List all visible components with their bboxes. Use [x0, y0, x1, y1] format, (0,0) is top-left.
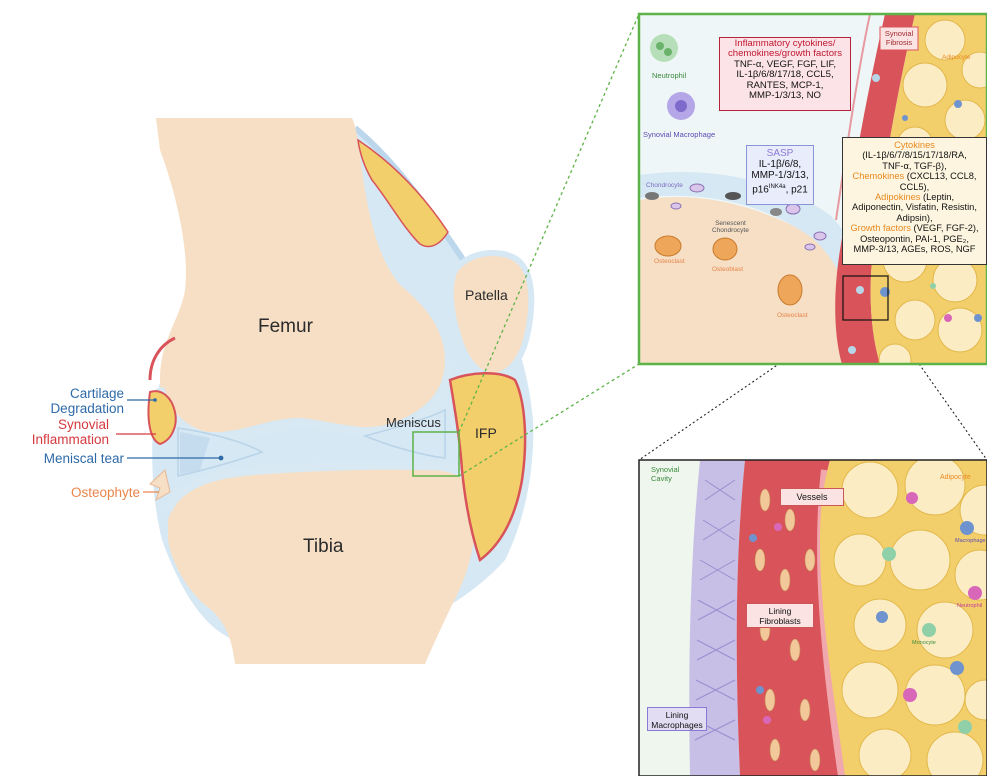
lining-fibroblasts-line-1: Lining: [747, 606, 813, 616]
senescent-chondrocyte-label: Senescent Chondrocyte: [712, 220, 749, 234]
sasp-p16-superscript: INK4a: [769, 184, 786, 190]
senescent-line-2: Chondrocyte: [712, 227, 749, 234]
cytokines-line: (IL-1β/6/7/8/15/17/18/RA,: [843, 150, 986, 160]
chondrocyte-label: Chondrocyte: [646, 182, 683, 189]
lining-macrophages-line-1: Lining: [648, 710, 706, 720]
patella-label: Patella: [465, 287, 508, 303]
adipose-factors-box: Cytokines (IL-1β/6/7/8/15/17/18/RA, TNF-…: [842, 137, 987, 265]
chemokines-line: Chemokines (CXCL13, CCL8,: [843, 171, 986, 181]
tibia-bone: [168, 469, 476, 665]
synovial-macrophage-label: Synovial Macrophage: [643, 130, 715, 139]
lining-macrophages-line-2: Macrophages: [648, 720, 706, 730]
synovial-cavity-line-2: Cavity: [651, 474, 679, 483]
ifp-label: IFP: [475, 425, 497, 441]
growth-factors-text: (VEGF, FGF-2),: [911, 223, 979, 233]
sasp-line: p16INK4a, p21: [747, 182, 813, 196]
cytokines-line: TNF-α, TGF-β),: [843, 161, 986, 171]
inflammatory-factors-box: Inflammatory cytokines/ chemokines/growt…: [719, 37, 851, 111]
sasp-line: MMP-1/3/13,: [747, 170, 813, 181]
adipokines-line: Adiponectin, Visfatin, Resistin,: [843, 202, 986, 212]
adipokines-title: Adipokines: [875, 192, 920, 202]
adipokines-line: Adipsin),: [843, 213, 986, 223]
sasp-title: SASP: [747, 148, 813, 159]
synovial-line-1: Synovial: [32, 417, 109, 432]
osteoblast-label: Osteoblast: [712, 266, 743, 273]
lining-fibroblasts-line-2: Fibroblasts: [747, 616, 813, 626]
osteophyte-label: Osteophyte: [71, 485, 140, 500]
cytokines-title: Cytokines: [843, 140, 986, 150]
sasp-p21: , p21: [786, 184, 808, 195]
synovial-cavity-line-1: Synovial: [651, 465, 679, 474]
chemokines-text: (CXCL13, CCL8,: [904, 171, 976, 181]
meniscus-label: Meniscus: [386, 415, 441, 430]
senescent-line-1: Senescent: [712, 220, 749, 227]
tibia-label: Tibia: [303, 536, 343, 558]
synovial-inflammation-label: Synovial Inflammation: [32, 417, 109, 447]
synovial-cavity-label: Synovial Cavity: [651, 465, 679, 483]
growth-factors-line: Osteopontin, PAI-1, PGE₂,: [843, 234, 986, 244]
cartilage-degradation-label: Cartilage Degradation: [50, 386, 124, 416]
meniscal-tear-label: Meniscal tear: [44, 451, 124, 466]
synovial-line-2: Inflammation: [32, 432, 109, 447]
lining-fibroblasts-label: Lining Fibroblasts: [746, 603, 814, 628]
cartilage-line-2: Degradation: [50, 401, 124, 416]
growth-factors-line: Growth factors (VEGF, FGF-2),: [843, 223, 986, 233]
inflammatory-line: MMP-1/3/13, NO: [720, 91, 850, 101]
growth-factors-title: Growth factors: [850, 223, 910, 233]
adipocyte-label-top: Adipocyte: [942, 54, 971, 61]
knee-joint: [116, 118, 533, 664]
sasp-box: SASP IL-1β/6/8, MMP-1/3/13, p16INK4a, p2…: [746, 145, 814, 205]
monocyte-label-bottom: Monocyte: [912, 640, 936, 646]
adipokines-text: (Leptin,: [920, 192, 954, 202]
osteoclast-label-a: Osteoclast: [654, 258, 685, 265]
growth-factors-line: MMP-3/13, AGEs, ROS, NGF: [843, 244, 986, 254]
chemokines-title: Chemokines: [852, 171, 904, 181]
synovial-fibrosis-label: Synovial Fibrosis: [882, 29, 916, 47]
vessels-label: Vessels: [780, 488, 844, 506]
cartilage-line-1: Cartilage: [50, 386, 124, 401]
fibrosis-line-1: Synovial: [882, 29, 916, 38]
femur-label: Femur: [258, 316, 313, 338]
lining-macrophages-label: Lining Macrophages: [647, 707, 707, 731]
adipokines-line: Adipokines (Leptin,: [843, 192, 986, 202]
chemokines-line: CCL5),: [843, 182, 986, 192]
osteoclast-label-b: Osteoclast: [777, 312, 808, 319]
macrophage-label-bottom: Macrophage: [955, 538, 986, 544]
fibrosis-line-2: Fibrosis: [882, 38, 916, 47]
sasp-line: IL-1β/6/8,: [747, 159, 813, 170]
neutrophil-label: Neutrophil: [652, 71, 686, 80]
sasp-p16: p16: [752, 184, 769, 195]
adipocyte-label-bottom: Adipocyte: [940, 474, 971, 481]
neutrophil-label-bottom: Neutrophil: [957, 603, 982, 609]
